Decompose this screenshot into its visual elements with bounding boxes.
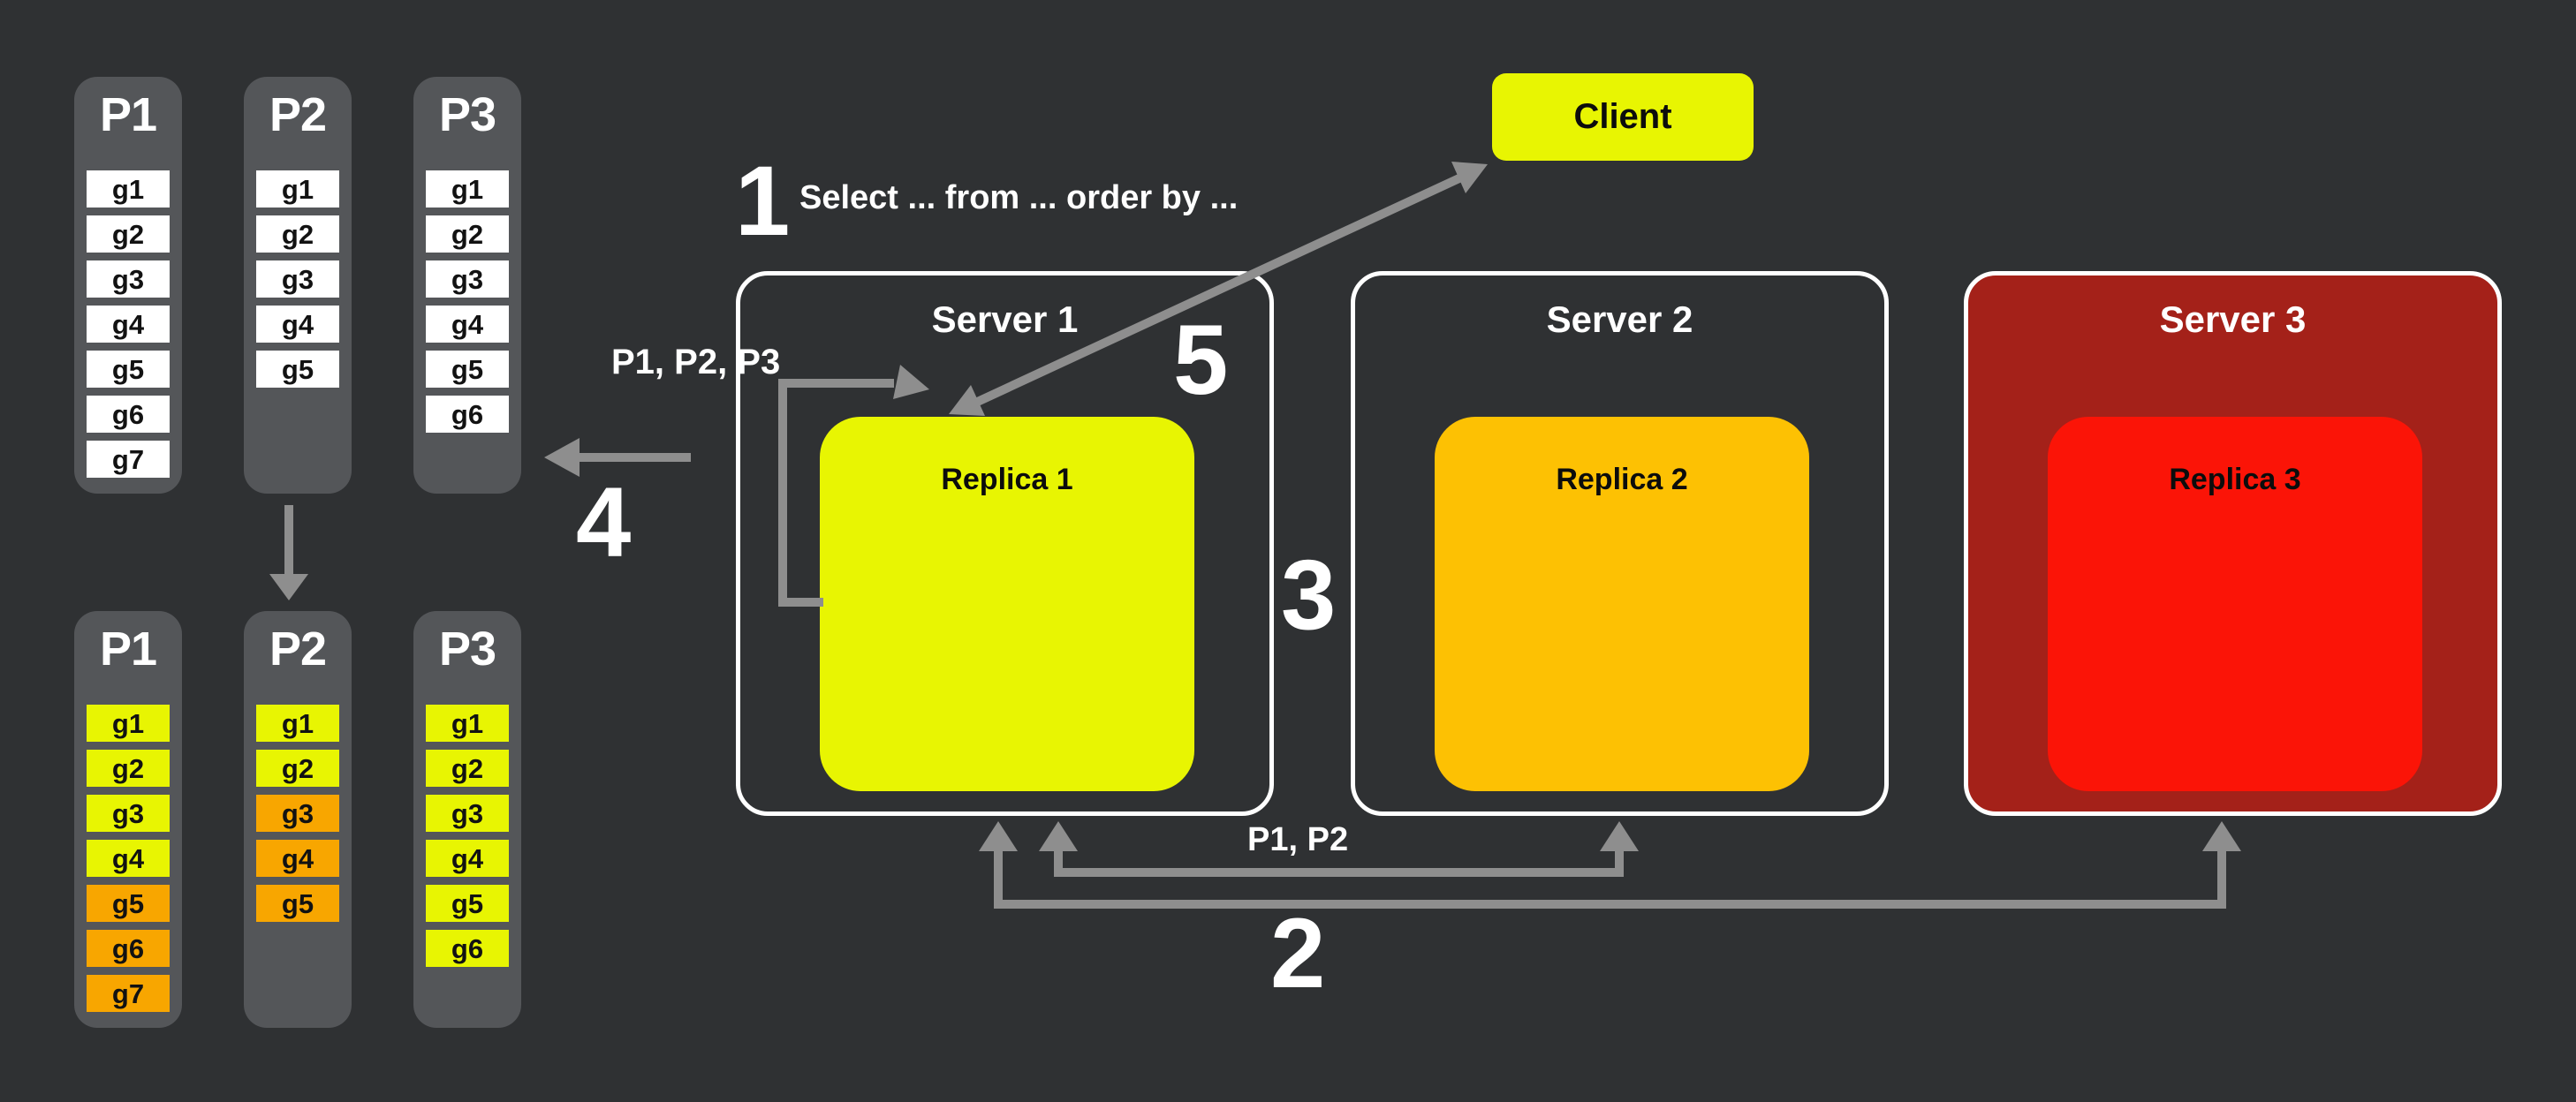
partition-column-label: P2 <box>269 88 327 141</box>
partition-cell: g2 <box>256 750 339 787</box>
partition-cell: g1 <box>256 705 339 742</box>
partition-column-label: P3 <box>438 88 496 141</box>
step-2-number: 2 <box>1270 898 1325 1008</box>
step-4-number: 4 <box>576 467 631 577</box>
replica-1-label: Replica 1 <box>941 463 1073 496</box>
partition-group-after: P1 g1 g2 g3 g4 g5 g6 g7 P2 g1 g2 g3 g4 g5 P3 g1 g2 g3 g4 g5… <box>74 611 521 1028</box>
server-3-box: Server 3 Replica 3 <box>1964 271 2502 816</box>
step-1-number: 1 <box>735 146 790 256</box>
partition-cell: g4 <box>87 840 170 877</box>
partition-column-label: P3 <box>438 623 496 676</box>
partition-cell: g2 <box>256 215 339 253</box>
partition-cell: g7 <box>87 441 170 478</box>
partition-cell-list: g1 g2 g3 g4 g5 <box>256 170 339 388</box>
partition-cell: g2 <box>87 215 170 253</box>
partitions-fetched-label: P1, P2 <box>1247 821 1349 858</box>
partition-cell: g6 <box>87 396 170 433</box>
server-2-title: Server 2 <box>1546 298 1693 340</box>
replica-2-label: Replica 2 <box>1556 463 1688 496</box>
replica-1-box: Replica 1 <box>820 417 1194 791</box>
partition-cell: g5 <box>87 351 170 388</box>
partition-cell-list: g1 g2 g3 g4 g5 g6 <box>426 705 509 967</box>
partition-cell: g1 <box>256 170 339 208</box>
partition-column-label: P1 <box>99 88 157 141</box>
partition-column: P3 g1 g2 g3 g4 g5 g6 <box>413 611 521 1028</box>
step-3-number: 3 <box>1281 540 1336 650</box>
partition-cell-list: g1 g2 g3 g4 g5 g6 <box>426 170 509 433</box>
partition-cell: g5 <box>256 351 339 388</box>
partition-cell: g4 <box>426 306 509 343</box>
partition-cell-list: g1 g2 g3 g4 g5 g6 g7 <box>87 705 170 1012</box>
partition-cell: g1 <box>426 170 509 208</box>
partition-cell: g1 <box>426 705 509 742</box>
partition-cell: g4 <box>426 840 509 877</box>
partition-group-before: P1 g1 g2 g3 g4 g5 g6 g7 P2 g1 g2 g3 g4 g5 P3 g1 g2 g3 g4 g5… <box>74 77 521 494</box>
partition-column: P2 g1 g2 g3 g4 g5 <box>244 611 352 1028</box>
replica-2-box: Replica 2 <box>1435 417 1809 791</box>
server-2-box: Server 2 Replica 2 <box>1351 271 1889 816</box>
query-text-label: Select ... from ... order by ... <box>799 179 1239 216</box>
replica-3-box: Replica 3 <box>2048 417 2422 791</box>
step-5-number: 5 <box>1173 305 1228 415</box>
partition-cell: g3 <box>87 260 170 298</box>
partition-cell: g5 <box>256 885 339 922</box>
partition-cell: g5 <box>87 885 170 922</box>
partition-column-label: P2 <box>269 623 327 676</box>
partition-cell: g4 <box>87 306 170 343</box>
partition-cell: g2 <box>87 750 170 787</box>
partition-cell-list: g1 g2 g3 g4 g5 <box>256 705 339 922</box>
arrow-partition-split-down <box>269 505 308 600</box>
partition-column: P3 g1 g2 g3 g4 g5 g6 <box>413 77 521 494</box>
partition-column: P1 g1 g2 g3 g4 g5 g6 g7 <box>74 611 182 1028</box>
partition-cell: g1 <box>87 170 170 208</box>
partition-cell: g3 <box>426 795 509 832</box>
partition-cell: g1 <box>87 705 170 742</box>
partition-cell: g3 <box>426 260 509 298</box>
partition-column: P1 g1 g2 g3 g4 g5 g6 g7 <box>74 77 182 494</box>
client-box: Client <box>1492 73 1754 161</box>
partition-cell: g3 <box>256 795 339 832</box>
partition-cell: g4 <box>256 840 339 877</box>
partition-cell: g6 <box>426 930 509 967</box>
partition-cell-list: g1 g2 g3 g4 g5 g6 g7 <box>87 170 170 478</box>
partition-cell: g3 <box>256 260 339 298</box>
partition-cell: g6 <box>87 930 170 967</box>
partition-cell: g4 <box>256 306 339 343</box>
partition-cell: g3 <box>87 795 170 832</box>
partition-cell: g2 <box>426 750 509 787</box>
partition-cell: g5 <box>426 351 509 388</box>
partition-cell: g6 <box>426 396 509 433</box>
partition-cell: g7 <box>87 975 170 1012</box>
partition-cell: g5 <box>426 885 509 922</box>
partition-cell: g2 <box>426 215 509 253</box>
arrow-fetch-server3 <box>979 821 2241 909</box>
partition-column: P2 g1 g2 g3 g4 g5 <box>244 77 352 494</box>
client-label: Client <box>1573 97 1672 136</box>
server-3-title: Server 3 <box>2159 298 2307 340</box>
replica-3-label: Replica 3 <box>2169 463 2301 496</box>
partition-column-label: P1 <box>99 623 157 676</box>
partitions-requested-label: P1, P2, P3 <box>611 343 781 381</box>
